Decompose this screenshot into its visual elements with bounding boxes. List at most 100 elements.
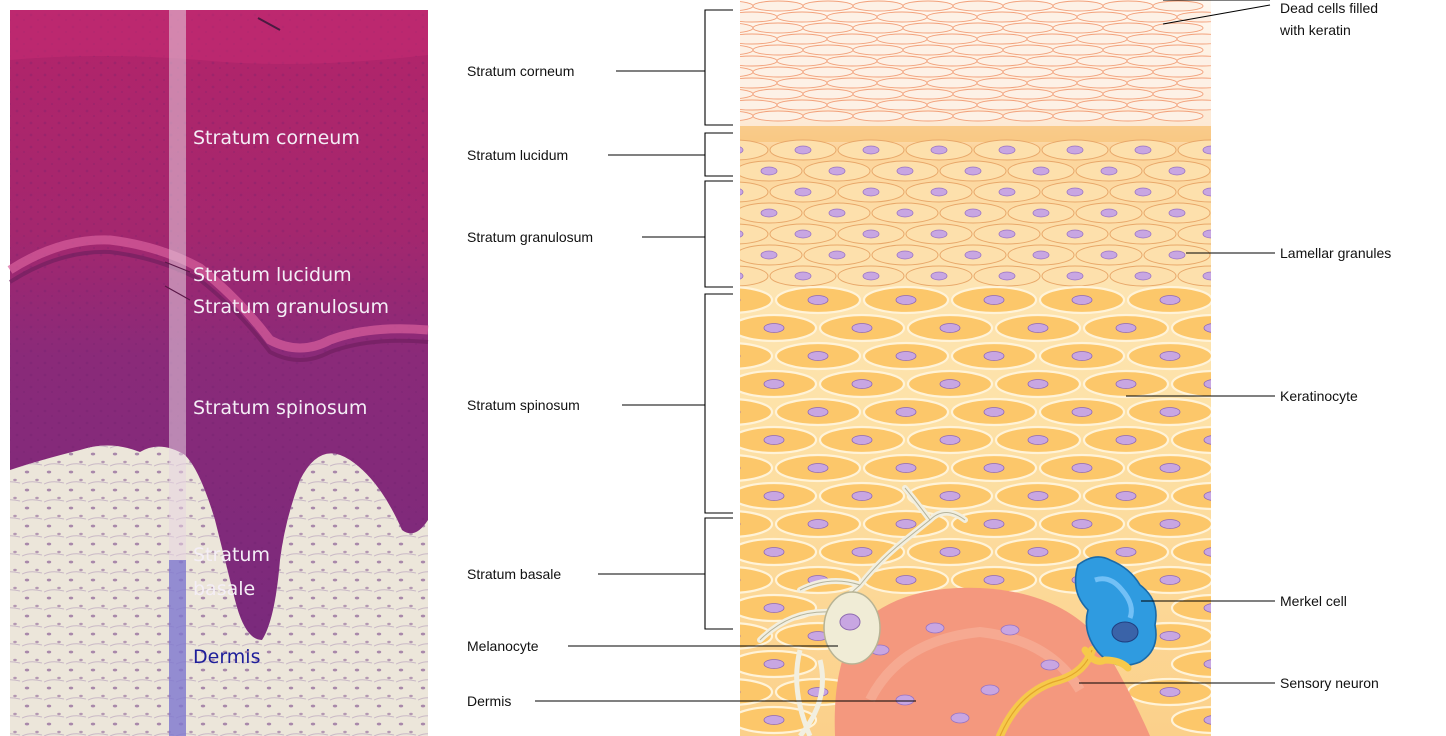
granular-cell [702,140,768,160]
corneum-cell [953,1,1003,11]
corneum-cell [877,34,927,44]
corneum-cell [703,111,753,121]
cell-nucleus [1072,352,1092,361]
cell-nucleus [761,251,777,259]
keratinocyte-cell [1172,707,1256,733]
cell-nucleus [1160,464,1180,473]
corneum-cell [753,67,803,77]
epidermis-diagram [688,0,1256,736]
cell-nucleus [1067,230,1083,238]
layer-brackets [705,10,733,629]
diagram-left-labels: Stratum corneum Stratum lucidum Stratum … [467,63,593,709]
corneum-cell [803,67,853,77]
cell-nucleus [1160,408,1180,417]
cell-nucleus [1116,492,1136,501]
corneum-cell [1177,78,1227,88]
cell-nucleus [764,436,784,445]
cell-nucleus [1072,464,1092,473]
cell-nucleus [984,464,1004,473]
cell-nucleus [720,520,740,529]
cell-nucleus [863,188,879,196]
corneum-cell [1077,12,1127,22]
corneum-cell [1077,34,1127,44]
cell-nucleus [931,230,947,238]
label-dead-cells-line2: with keratin [1279,22,1351,38]
cell-nucleus [852,436,872,445]
cell-nucleus [764,324,784,333]
corneum-cell [703,89,753,99]
corneum-cell [1153,23,1203,33]
cell-nucleus [1204,548,1224,557]
cell-nucleus [829,251,845,259]
cell-nucleus [1067,146,1083,154]
bracket-basale [705,518,733,629]
cell-nucleus [795,146,811,154]
cell-nucleus [896,520,916,529]
cell-nucleus [808,352,828,361]
cell-nucleus [1160,632,1180,641]
corneum-cell [877,100,927,110]
cell-nucleus [764,604,784,613]
bracket-granulosum [705,181,733,287]
corneum-cell [1103,111,1153,121]
corneum-cell [1153,45,1203,55]
corneum-cell [1003,1,1053,11]
corneum-cell [903,111,953,121]
cell-nucleus [808,408,828,417]
corneum-cell [753,89,803,99]
label-dead-cells-line1: Dead cells filled [1280,0,1378,16]
granular-cell [702,224,768,244]
keratinocyte-cell [1172,539,1256,565]
corneum-cell [803,23,853,33]
corneum-cell [953,89,1003,99]
cell-nucleus [1028,492,1048,501]
corneum-cell [1003,111,1053,121]
corneum-cell [927,34,977,44]
cell-nucleus [1169,251,1185,259]
corneum-cell [777,56,827,66]
cell-nucleus [727,272,743,280]
cell-nucleus [727,188,743,196]
corneum-cell [877,56,927,66]
corneum-cell [753,23,803,33]
corneum-cell [877,78,927,88]
cell-nucleus [1160,688,1180,697]
corneum-cell [1053,45,1103,55]
label-stratum-granulosum: Stratum granulosum [467,229,593,245]
cell-nucleus [720,408,740,417]
corneum-cells [703,1,1227,121]
keratinocyte-cell [688,287,772,313]
corneum-cell [1177,34,1227,44]
label-stratum-basale: Stratum basale [467,566,561,582]
corneum-cell [1027,56,1077,66]
corneum-cell [903,67,953,77]
keratinocyte-cell [1172,651,1256,677]
dermis-nucleus [896,695,914,705]
cell-nucleus [1116,380,1136,389]
cell-nucleus [764,548,784,557]
corneum-cell [1077,100,1127,110]
corneum-cell [927,12,977,22]
cell-nucleus [1135,188,1151,196]
cell-nucleus [999,272,1015,280]
cell-nucleus [896,408,916,417]
corneum-cell [853,67,903,77]
cell-nucleus [720,296,740,305]
keratinocyte-cell [688,623,772,649]
label-stratum-corneum: Stratum corneum [467,63,574,79]
cell-nucleus [761,167,777,175]
keratinocyte-cell [688,399,772,425]
corneum-cell [1153,67,1203,77]
cell-nucleus [1101,209,1117,217]
cell-nucleus [1072,296,1092,305]
corneum-cell [827,12,877,22]
corneum-cell [827,34,877,44]
label-lamellar-granules: Lamellar granules [1280,245,1391,261]
cell-nucleus [984,352,1004,361]
corneum-cell [853,89,903,99]
label-dermis: Dermis [467,693,511,709]
cell-nucleus [965,209,981,217]
keratinocyte-cell [688,511,772,537]
keratinocyte-cell [1172,595,1256,621]
